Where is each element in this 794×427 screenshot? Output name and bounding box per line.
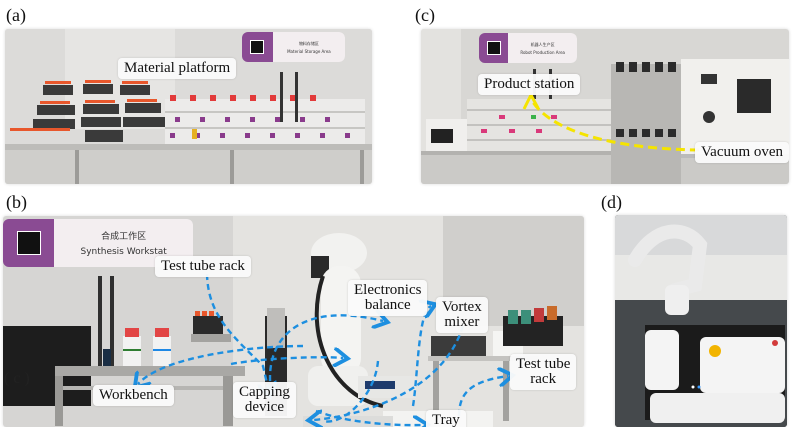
sign-english-text: Material Storage Area bbox=[287, 48, 331, 54]
material-storage-sign: 物料存储区 Material Storage Area bbox=[242, 32, 345, 62]
fiducial-marker-icon bbox=[250, 40, 265, 54]
callout-test-tube-rack: Test tube rack bbox=[155, 256, 251, 277]
photo-synthesis-workstation: 合成工作区 Synthesis Workstat ( c ) Test tube… bbox=[3, 216, 584, 427]
callout-tray: Tray bbox=[426, 410, 466, 427]
sign-chinese-text: 合成工作区 bbox=[101, 232, 147, 242]
callout-vacuum-oven: Vacuum oven bbox=[695, 142, 789, 163]
inline-panel-marker: ( c ) bbox=[4, 370, 30, 387]
fiducial-marker-icon bbox=[486, 41, 501, 55]
panel-label-b: (b) bbox=[6, 192, 27, 212]
photo-robot-production-area: 机器人生产区 Robot Production Area Product sta… bbox=[421, 29, 789, 184]
callout-electronics-balance: Electronics balance bbox=[348, 280, 428, 316]
sign-plate: 物料存储区 Material Storage Area bbox=[272, 32, 345, 62]
callout-test-tube-rack-right: Test tube rack bbox=[510, 354, 577, 390]
sign-plate: 机器人生产区 Robot Production Area bbox=[508, 33, 577, 63]
panel-label-c: (c) bbox=[415, 5, 435, 25]
mobile-robot-scene bbox=[615, 215, 787, 427]
callout-vortex-mixer: Vortex mixer bbox=[436, 297, 488, 333]
sign-chinese-text: 机器人生产区 bbox=[530, 41, 555, 47]
sign-tag bbox=[242, 32, 273, 62]
sign-chinese-text: 物料存储区 bbox=[298, 40, 319, 46]
sign-english-text: Synthesis Workstat bbox=[80, 247, 167, 257]
sign-english-text: Robot Production Area bbox=[520, 49, 566, 55]
sign-tag bbox=[479, 33, 509, 63]
robot-production-sign: 机器人生产区 Robot Production Area bbox=[479, 33, 577, 63]
callout-capping-device: Capping device bbox=[233, 382, 296, 418]
callout-material-platform: Material platform bbox=[118, 58, 237, 79]
fiducial-marker-icon bbox=[16, 231, 41, 255]
photo-mobile-robot bbox=[615, 215, 787, 427]
callout-workbench: Workbench bbox=[93, 385, 174, 406]
photo-material-platform: 物料存储区 Material Storage Area Material pla… bbox=[5, 29, 372, 184]
panel-label-a: (a) bbox=[6, 5, 26, 25]
sign-tag bbox=[3, 219, 55, 267]
callout-product-station: Product station bbox=[478, 74, 581, 95]
panel-label-d: (d) bbox=[601, 192, 622, 212]
